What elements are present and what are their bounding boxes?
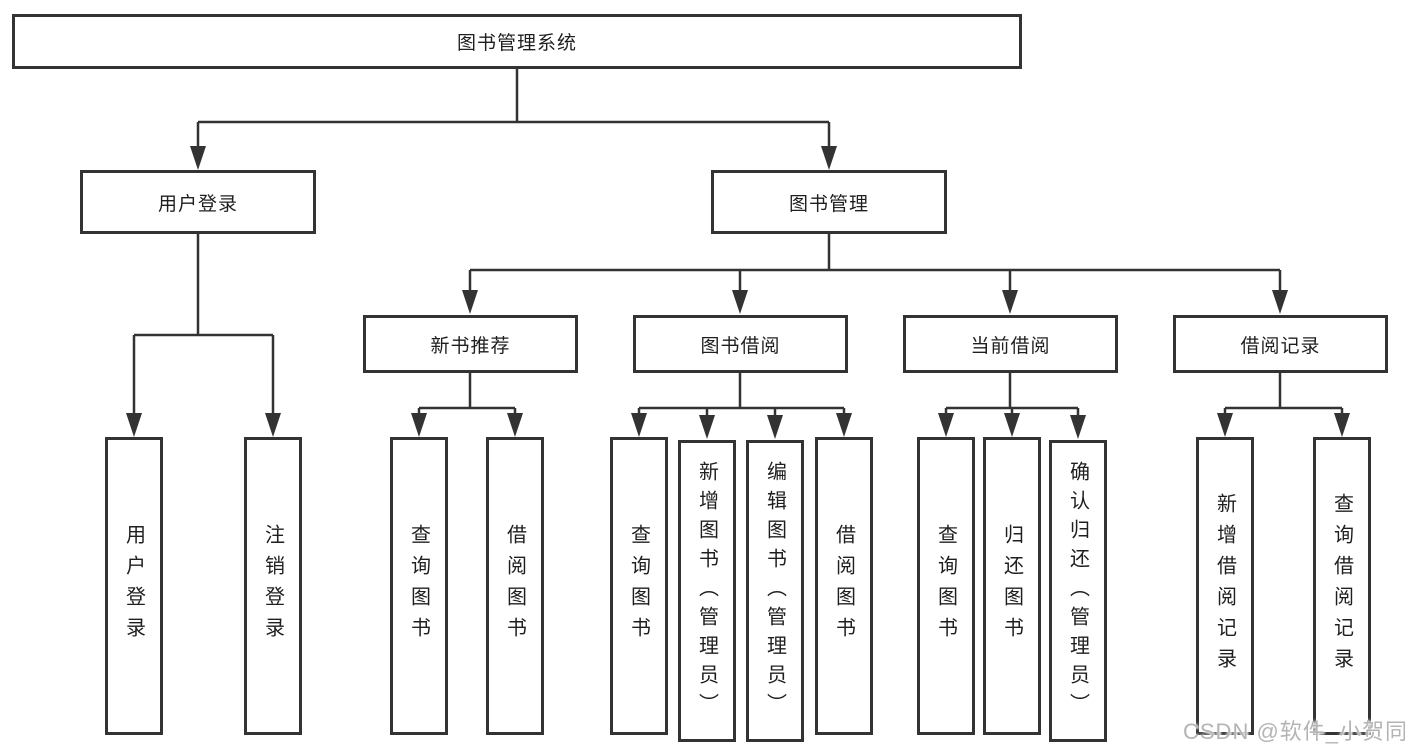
- arrowhead: [767, 415, 783, 439]
- node-book-borrowing: 图书借阅: [633, 315, 848, 373]
- arrowhead: [507, 413, 523, 437]
- arrowheads: [126, 146, 1350, 439]
- arrowhead: [126, 413, 142, 437]
- node-label: 新增借阅记录: [1213, 493, 1236, 679]
- arrowhead: [411, 413, 427, 437]
- csdn-watermark: CSDN @软件_小贺同学: [1183, 719, 1405, 744]
- arrowhead: [938, 413, 954, 437]
- node-confirm-return-admin: 确认归还（管理员）: [1049, 440, 1107, 742]
- arrowhead: [1002, 290, 1018, 314]
- node-user-login-action: 用户登录: [105, 437, 163, 735]
- node-add-books-admin: 新增图书（管理员）: [678, 440, 736, 742]
- node-label: 借阅图书: [503, 524, 526, 648]
- node-return-books: 归还图书: [983, 437, 1041, 735]
- node-label: 用户登录: [157, 193, 238, 215]
- node-borrow-books-borrowing: 借阅图书: [815, 437, 873, 735]
- node-label: 用户登录: [122, 524, 145, 648]
- arrowhead: [821, 146, 837, 170]
- node-label: 编辑图书（管理员）: [763, 460, 786, 722]
- node-label: 查询图书: [407, 524, 430, 648]
- node-label: 注销登录: [261, 524, 284, 648]
- connector-borrowing-to-leaves: [637, 373, 846, 417]
- node-label: 查询图书: [934, 524, 957, 648]
- connector-root-to-level2: [196, 69, 831, 148]
- arrowhead: [1004, 413, 1020, 437]
- arrowhead: [1272, 290, 1288, 314]
- arrowhead: [699, 415, 715, 439]
- arrowhead: [1070, 415, 1086, 439]
- node-label: 图书借阅: [700, 335, 781, 357]
- node-book-management: 图书管理: [711, 170, 947, 234]
- arrowhead: [1334, 413, 1350, 437]
- node-current-borrowing: 当前借阅: [903, 315, 1118, 373]
- arrowhead: [631, 413, 647, 437]
- node-label: 新书推荐: [430, 335, 511, 357]
- arrowhead: [836, 413, 852, 437]
- node-query-books-current: 查询图书: [917, 437, 975, 735]
- node-label: 当前借阅: [970, 335, 1051, 357]
- node-logout-action: 注销登录: [244, 437, 302, 735]
- node-borrow-records: 借阅记录: [1173, 315, 1388, 373]
- arrowhead: [462, 290, 478, 314]
- node-label: 归还图书: [1000, 524, 1023, 648]
- node-query-borrow-record: 查询借阅记录: [1313, 437, 1371, 735]
- node-root-library-system: 图书管理系统: [12, 14, 1022, 69]
- arrowhead: [732, 290, 748, 314]
- node-add-borrow-record: 新增借阅记录: [1196, 437, 1254, 735]
- node-label: 查询借阅记录: [1330, 493, 1353, 679]
- node-new-book-recommend: 新书推荐: [363, 315, 578, 373]
- node-label: 图书管理: [788, 193, 869, 215]
- connector-current-to-leaves: [944, 373, 1080, 417]
- node-label: 确认归还（管理员）: [1066, 460, 1089, 722]
- node-query-books-recommend: 查询图书: [390, 437, 448, 735]
- node-user-login: 用户登录: [80, 170, 316, 234]
- connector-records-to-leaves: [1223, 373, 1344, 415]
- connector-bookmgmt-to-level3: [468, 234, 1282, 292]
- node-edit-books-admin: 编辑图书（管理员）: [746, 440, 804, 742]
- connector-recommend-to-leaves: [417, 373, 517, 415]
- node-label: 借阅图书: [832, 524, 855, 648]
- node-query-books-borrowing: 查询图书: [610, 437, 668, 735]
- node-borrow-books-recommend: 借阅图书: [486, 437, 544, 735]
- node-label: 图书管理系统: [456, 33, 577, 54]
- node-label: 查询图书: [627, 524, 650, 648]
- connector-userlogin-to-leaves: [132, 234, 275, 415]
- node-label: 新增图书（管理员）: [695, 460, 718, 722]
- arrowhead: [1217, 413, 1233, 437]
- arrowhead: [190, 146, 206, 170]
- arrowhead: [265, 413, 281, 437]
- node-label: 借阅记录: [1240, 335, 1321, 357]
